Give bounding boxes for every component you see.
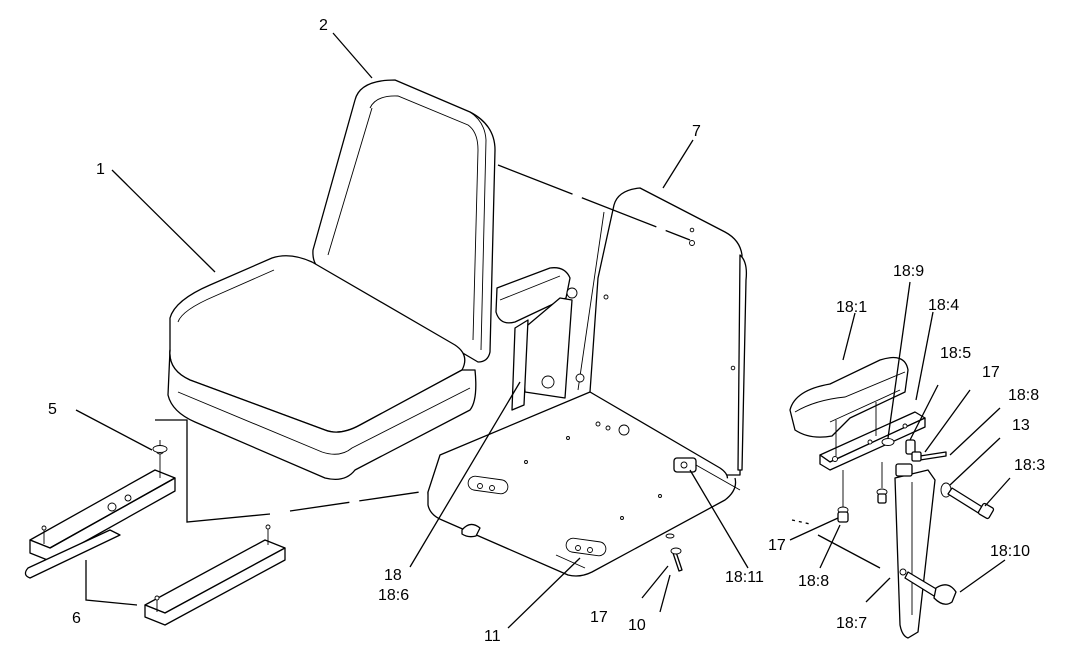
callout-11: 11 [484,628,501,645]
right-armrest [789,356,909,438]
callout-7: 7 [692,123,701,140]
callout-18-1: 18:1 [836,299,867,316]
hardware [665,438,995,639]
slide-rail-right [144,524,286,626]
callout-13: 13 [1012,417,1030,434]
arm-bracket [819,402,926,471]
callout-18-9: 18:9 [893,263,924,280]
callout-18-5: 18:5 [940,345,971,362]
callout-labels: 1 2 5 6 7 10 11 13 17 17 17 18 18:6 18:1… [48,17,1045,645]
callout-18-8-left: 18:8 [798,573,829,590]
seat-frame [427,187,748,577]
callout-17-bottom: 17 [590,609,608,626]
callout-18-6: 18:6 [378,587,409,604]
callout-10: 10 [628,617,646,634]
callout-18-10: 18:10 [990,543,1030,560]
callout-18-4: 18:4 [928,297,959,314]
callout-1: 1 [96,161,105,178]
callout-5: 5 [48,401,57,418]
callout-18: 18 [384,567,402,584]
callout-18-7: 18:7 [836,615,867,632]
callout-18-8-right: 18:8 [1008,387,1039,404]
callout-6: 6 [72,610,81,627]
callout-17-side: 17 [768,537,786,554]
slide-rail-left [24,440,176,579]
left-armrest [495,267,578,399]
leader-lines [75,32,1011,629]
seat-cushion [167,255,477,481]
callout-17-bracket: 17 [982,364,1000,381]
callout-18-3: 18:3 [1014,457,1045,474]
callout-18-11: 18:11 [725,569,764,586]
callout-2: 2 [319,17,328,34]
